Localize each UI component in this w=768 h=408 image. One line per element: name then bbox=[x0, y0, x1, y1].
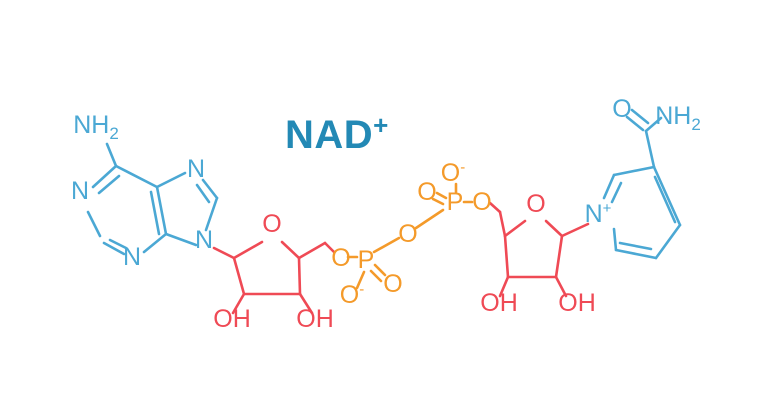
bond-carbonyl-o-a bbox=[625, 115, 645, 132]
double-bond-c3-c4 bbox=[653, 175, 677, 224]
bond-o-c5prime bbox=[488, 201, 502, 214]
label-ribose1-hydroxyl-3prime: OH bbox=[213, 305, 251, 333]
label-oxo-oxygen-right: O bbox=[417, 178, 436, 206]
bond-p-oxo-left-b bbox=[369, 269, 383, 283]
nicotinamide-ribose-group bbox=[488, 201, 590, 298]
double-bond-c2-n3 bbox=[108, 238, 128, 250]
bond-c4prime-c3prime bbox=[297, 256, 302, 296]
label-pyridinium-nitrogen: N+ bbox=[585, 200, 612, 228]
bond-c3prime-oh bbox=[498, 275, 510, 298]
bond-n9-c4 bbox=[164, 232, 198, 247]
bond-n-c2 bbox=[602, 173, 616, 200]
bond-c8-n9 bbox=[204, 196, 219, 232]
bond-p-oxo-left-a bbox=[373, 263, 387, 277]
double-bond-c4-c5 bbox=[149, 190, 161, 236]
bond-o4prime-c1prime bbox=[544, 219, 564, 238]
bond-p-oxo-right-a bbox=[435, 191, 448, 200]
bond-c6-n bbox=[612, 227, 618, 252]
label-ester-oxygen-left: O bbox=[331, 244, 350, 272]
label-ester-oxygen-right: O bbox=[472, 188, 491, 216]
bond-c5-n7 bbox=[155, 171, 187, 189]
bond-c2-n3 bbox=[102, 241, 126, 256]
bond-c4prime-c5prime bbox=[297, 241, 327, 260]
bond-carbonyl-o-b bbox=[630, 108, 650, 125]
title-charge: + bbox=[373, 110, 389, 140]
bond-c3-carbonyl bbox=[644, 129, 656, 169]
label-oxo-oxygen-left: O bbox=[383, 270, 402, 298]
bond-c3prime-c4prime bbox=[503, 234, 510, 279]
molecule-title: NAD+ bbox=[285, 110, 389, 157]
adenosine-ribose-group bbox=[212, 240, 336, 315]
label-ribose2-hydroxyl-2prime: OH bbox=[558, 289, 596, 317]
bond-c1prime-npositive bbox=[560, 222, 590, 238]
bond-c2-c3 bbox=[612, 165, 656, 177]
diphosphate-group bbox=[346, 182, 474, 290]
bond-c4-c5 bbox=[654, 223, 682, 260]
label-adenine-n1: N bbox=[71, 177, 89, 205]
bond-carbonyl-amide-n bbox=[644, 116, 663, 133]
title-main: NAD bbox=[285, 113, 373, 157]
label-ribose1-hydroxyl-2prime: OH bbox=[296, 305, 334, 333]
label-amide-nitrogen: NH2 bbox=[655, 102, 701, 134]
label-adenine-n7: N bbox=[187, 155, 205, 183]
adenine-group bbox=[86, 142, 219, 256]
label-phosphorus-left: P bbox=[358, 246, 375, 274]
bond-c6-n1 bbox=[91, 164, 118, 189]
double-bond-c6-n1 bbox=[97, 174, 121, 195]
label-phosphorus-right: P bbox=[447, 188, 464, 216]
label-anionic-oxygen-left: O- bbox=[340, 281, 364, 309]
label-carbonyl-oxygen: O bbox=[612, 95, 631, 123]
bond-bridging-o-p-right bbox=[414, 208, 445, 230]
bond-c3-c4 bbox=[652, 165, 682, 227]
bond-c2prime-oh bbox=[554, 275, 568, 298]
bond-p-oxo-right-b bbox=[431, 197, 445, 206]
bond-p-anion-left bbox=[355, 270, 366, 290]
bond-c6-amino bbox=[105, 142, 118, 168]
label-ribose2-ring-oxygen: O bbox=[526, 190, 545, 218]
label-anionic-oxygen-right: O- bbox=[441, 159, 465, 187]
bond-c1prime-c2prime bbox=[554, 234, 564, 279]
bond-c5-c6 bbox=[614, 248, 658, 260]
bond-c3prime-oh bbox=[298, 292, 314, 315]
bond-c5prime-o bbox=[323, 241, 336, 254]
bond-c5prime-c4prime bbox=[498, 210, 507, 238]
bond-n9-c1prime bbox=[212, 246, 236, 260]
bond-c2prime-c1prime bbox=[232, 256, 246, 296]
bond-n3-c4 bbox=[142, 232, 168, 254]
double-bond-c5-c6 bbox=[618, 241, 653, 251]
label-bridging-oxygen: O bbox=[398, 220, 417, 248]
label-adenine-amino: NH2 bbox=[73, 111, 119, 143]
double-bond-n7-c8 bbox=[195, 183, 211, 204]
bond-c5-c6 bbox=[114, 164, 159, 189]
double-bond-n-c2 bbox=[610, 181, 623, 204]
label-ribose1-ring-oxygen: O bbox=[262, 210, 281, 238]
label-adenine-n9: N bbox=[195, 226, 213, 254]
label-ribose2-hydroxyl-3prime: OH bbox=[480, 289, 518, 317]
bond-c4-c5 bbox=[155, 185, 168, 236]
bond-n1-c2 bbox=[86, 210, 102, 238]
label-adenine-n3: N bbox=[123, 243, 141, 271]
bond-c4prime-o4prime bbox=[503, 219, 527, 238]
bond-n7-c8 bbox=[201, 178, 219, 200]
bond-c1prime-o4prime bbox=[232, 240, 264, 260]
bond-c2prime-oh bbox=[231, 292, 246, 315]
nicotinamide-group bbox=[602, 108, 682, 260]
bond-p-bridging-o-left bbox=[372, 236, 401, 254]
bond-o4prime-c4prime bbox=[280, 240, 301, 260]
